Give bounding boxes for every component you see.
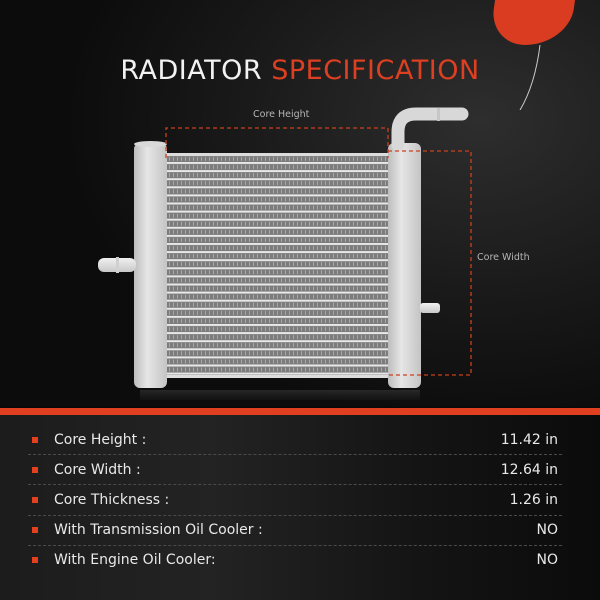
spec-label: With Engine Oil Cooler: [54, 552, 216, 569]
bullet-icon [32, 496, 38, 503]
spec-list: Core Height : 11.42 in Core Width : 12.6… [28, 425, 562, 575]
accent-divider [0, 408, 600, 415]
bullet-icon [32, 466, 38, 473]
spec-value: 1.26 in [509, 491, 558, 508]
spec-row-core-width: Core Width : 12.64 in [28, 455, 562, 486]
spec-label: Core Width : [54, 461, 141, 478]
bullet-icon [32, 436, 38, 443]
core-width-label: Core Width [477, 252, 530, 263]
spec-value: 12.64 in [500, 461, 558, 478]
spec-row-transmission-oil-cooler: With Transmission Oil Cooler : NO [28, 516, 562, 546]
spec-label: Core Thickness : [54, 491, 170, 508]
bullet-icon [32, 557, 38, 564]
title-part-white: RADIATOR [120, 55, 263, 86]
page-title: RADIATOR SPECIFICATION [0, 55, 600, 86]
radiator-illustration [98, 107, 472, 400]
title-part-red: SPECIFICATION [271, 55, 480, 86]
core-height-label: Core Height [253, 109, 310, 120]
spec-row-engine-oil-cooler: With Engine Oil Cooler: NO [28, 546, 562, 575]
spec-row-core-thickness: Core Thickness : 1.26 in [28, 485, 562, 516]
spec-row-core-height: Core Height : 11.42 in [28, 425, 562, 456]
spec-value: 11.42 in [500, 431, 558, 448]
spec-value: NO [536, 522, 559, 539]
spec-label: With Transmission Oil Cooler : [54, 522, 263, 539]
specs-panel [0, 415, 600, 600]
bullet-icon [32, 527, 38, 534]
spec-label: Core Height : [54, 431, 147, 448]
spec-value: NO [536, 552, 559, 569]
